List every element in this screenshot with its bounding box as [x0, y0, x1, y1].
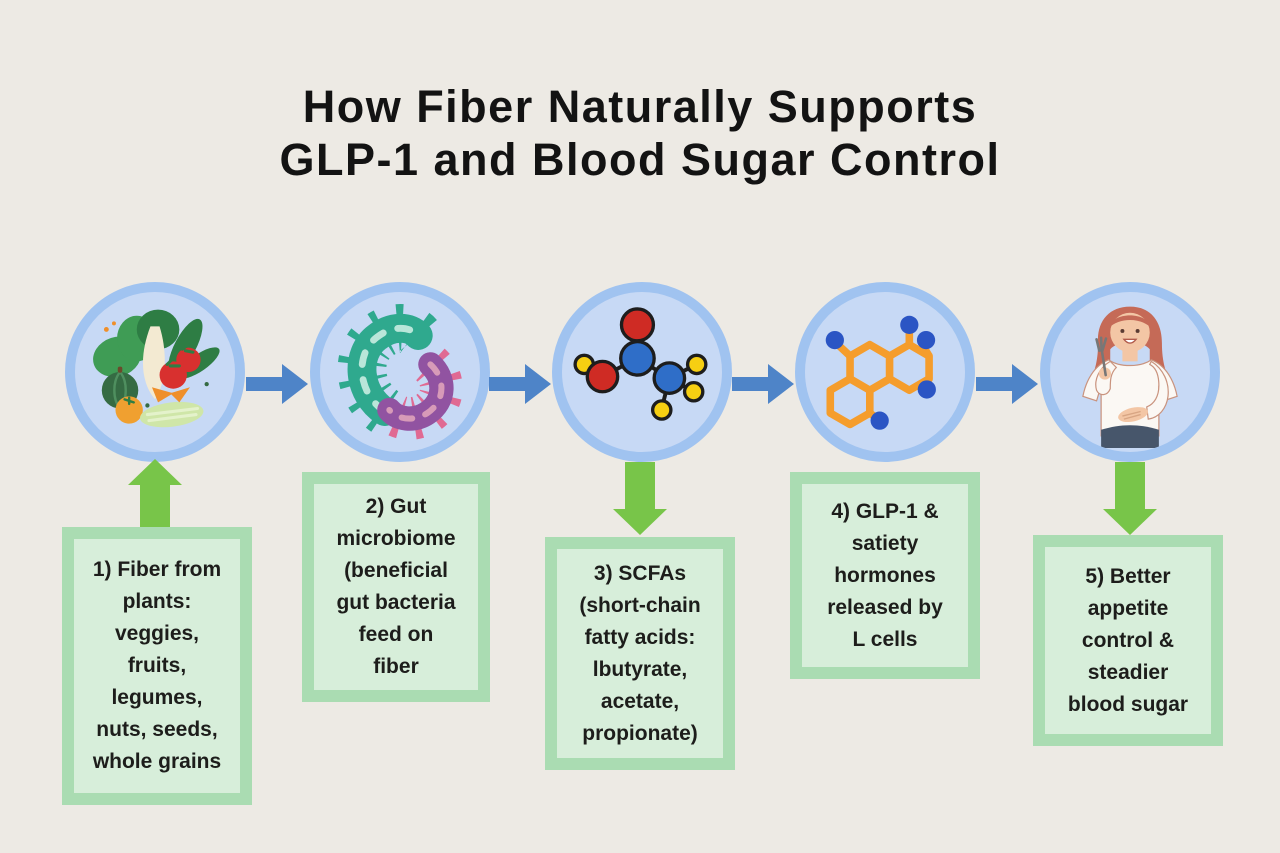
- gut-bacteria-icon: [337, 304, 463, 440]
- glp1-hormone-molecule-icon: [825, 315, 936, 430]
- step-box-1: 1) Fiber from plants: veggies, fruits, l…: [62, 527, 252, 805]
- up-arrow-icon: [128, 459, 182, 527]
- flow-arrow-1-icon: [246, 364, 308, 404]
- step-circle-scfas: [552, 282, 732, 462]
- step-box-3: 3) SCFAs (short-chain fatty acids: lbuty…: [545, 537, 735, 770]
- down-arrow-icon: [1103, 462, 1157, 535]
- step-circle-person: [1040, 282, 1220, 462]
- step-circle-glp1-hormones: [795, 282, 975, 462]
- flow-arrow-3-icon: [732, 364, 794, 404]
- flow-arrow-2-icon: [489, 364, 551, 404]
- step-box-2: 2) Gut microbiome (beneficial gut bacter…: [302, 472, 490, 702]
- flow-arrow-4-icon: [976, 364, 1038, 404]
- vegetables-icon: [93, 309, 220, 428]
- step-circle-gut-microbiome: [310, 282, 490, 462]
- page-title: How Fiber Naturally Supports GLP-1 and B…: [279, 81, 1001, 185]
- person-eating-icon: [1082, 306, 1178, 448]
- step-circle-fiber-plants: [65, 282, 245, 462]
- scfa-molecule-icon: [573, 307, 708, 421]
- step-box-5: 5) Better appetite control & steadier bl…: [1033, 535, 1223, 746]
- down-arrow-icon: [613, 462, 667, 535]
- step-box-4: 4) GLP-1 & satiety hormones released by …: [790, 472, 980, 679]
